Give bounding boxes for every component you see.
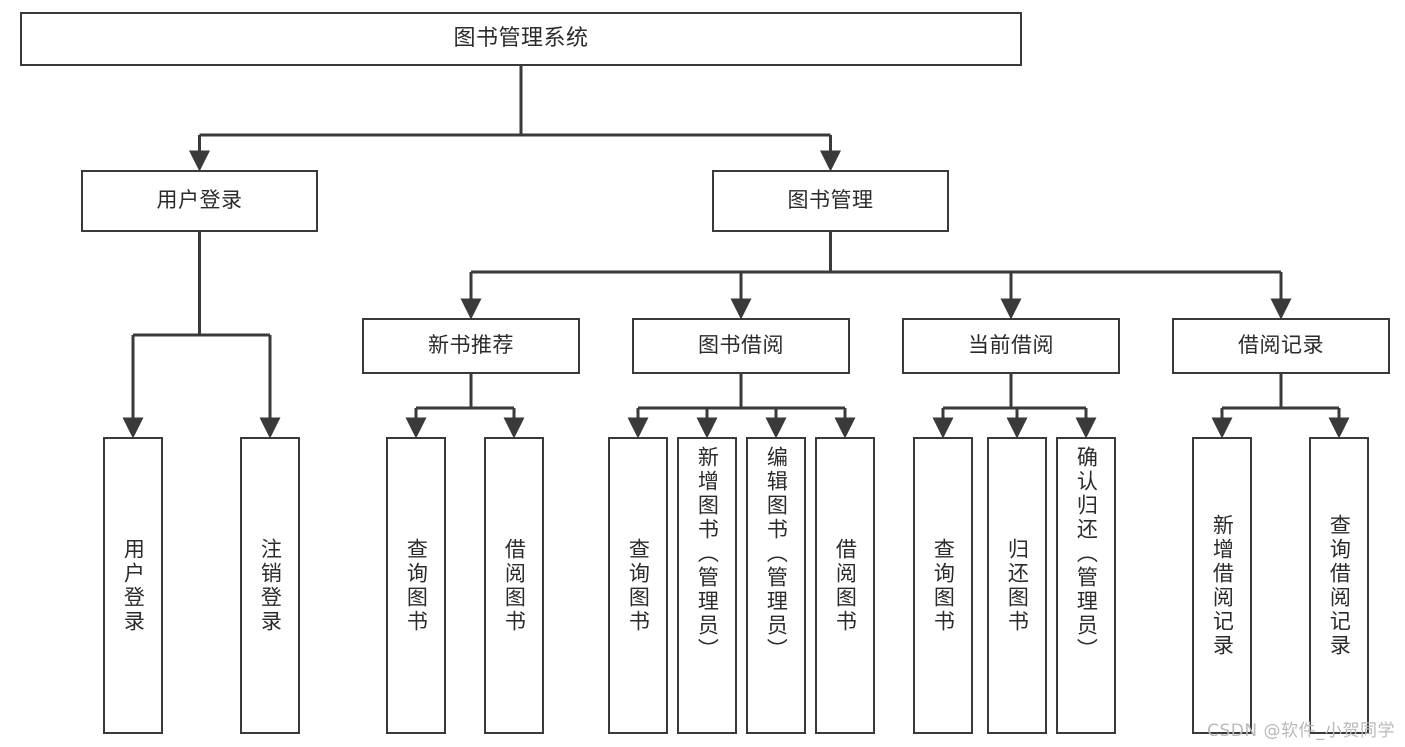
leaf-query-borrow-record[interactable]: 查询借阅记录 — [1309, 437, 1369, 734]
node-book-manage[interactable]: 图书管理 — [712, 170, 949, 232]
leaf-borrow-book-borrow-label: 借阅图书 — [833, 537, 858, 634]
leaf-add-borrow-record[interactable]: 新增借阅记录 — [1192, 437, 1252, 734]
node-user-login-label: 用户登录 — [156, 188, 243, 213]
node-book-manage-label: 图书管理 — [787, 188, 874, 213]
node-current-borrow[interactable]: 当前借阅 — [902, 318, 1120, 374]
leaf-borrow-book-recommend[interactable]: 借阅图书 — [484, 437, 544, 734]
node-new-book-recommend[interactable]: 新书推荐 — [362, 318, 580, 374]
node-book-borrow[interactable]: 图书借阅 — [632, 318, 850, 374]
leaf-edit-book-admin[interactable]: 编辑图书（管理员） — [746, 437, 806, 734]
node-borrow-record-label: 借阅记录 — [1238, 333, 1324, 358]
node-borrow-record[interactable]: 借阅记录 — [1172, 318, 1390, 374]
leaf-confirm-return-admin-label: 确认归还（管理员） — [1074, 446, 1099, 662]
node-current-borrow-label: 当前借阅 — [968, 333, 1054, 358]
leaf-user-login-label: 用户登录 — [121, 537, 146, 634]
leaf-query-book-borrow[interactable]: 查询图书 — [608, 437, 668, 734]
leaf-query-book-borrow-label: 查询图书 — [626, 537, 651, 634]
leaf-confirm-return-admin[interactable]: 确认归还（管理员） — [1056, 437, 1116, 734]
leaf-query-book-recommend[interactable]: 查询图书 — [386, 437, 446, 734]
leaf-return-book[interactable]: 归还图书 — [987, 437, 1047, 734]
leaf-borrow-book-recommend-label: 借阅图书 — [502, 537, 527, 634]
leaf-add-borrow-record-label: 新增借阅记录 — [1210, 513, 1235, 658]
leaf-query-book-current-label: 查询图书 — [931, 537, 956, 634]
leaf-query-book-recommend-label: 查询图书 — [404, 537, 429, 634]
leaf-borrow-book-borrow[interactable]: 借阅图书 — [815, 437, 875, 734]
leaf-edit-book-admin-label: 编辑图书（管理员） — [764, 446, 789, 662]
node-user-login[interactable]: 用户登录 — [81, 170, 318, 232]
leaf-user-logout[interactable]: 注销登录 — [240, 437, 300, 734]
leaf-return-book-label: 归还图书 — [1005, 537, 1030, 634]
leaf-add-book-admin-label: 新增图书（管理员） — [695, 446, 720, 662]
node-root[interactable]: 图书管理系统 — [20, 12, 1022, 66]
leaf-query-borrow-record-label: 查询借阅记录 — [1327, 513, 1352, 658]
node-book-borrow-label: 图书借阅 — [698, 333, 784, 358]
node-root-label: 图书管理系统 — [453, 25, 589, 51]
leaf-add-book-admin[interactable]: 新增图书（管理员） — [677, 437, 737, 734]
node-new-book-recommend-label: 新书推荐 — [428, 333, 514, 358]
leaf-query-book-current[interactable]: 查询图书 — [913, 437, 973, 734]
leaf-user-logout-label: 注销登录 — [258, 537, 283, 634]
leaf-user-login[interactable]: 用户登录 — [103, 437, 163, 734]
watermark-text: CSDN @软件_小贺同学 — [1207, 721, 1395, 741]
